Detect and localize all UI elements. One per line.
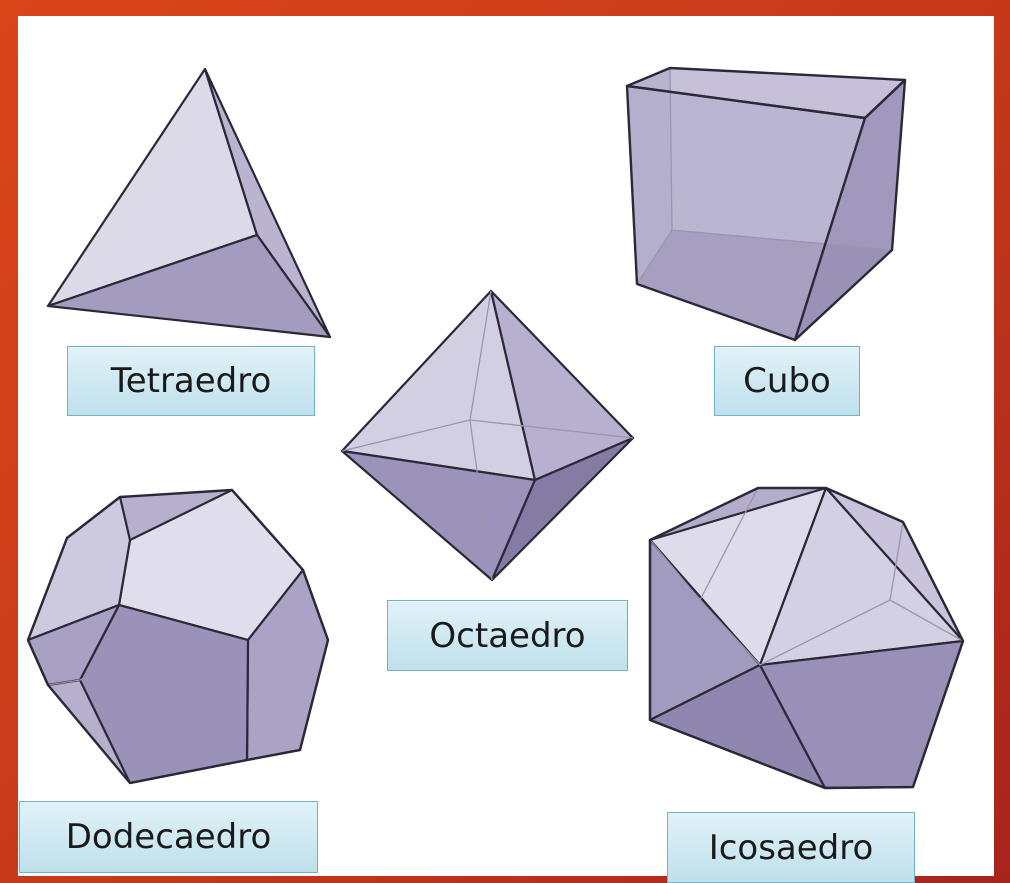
- icosaedro-label: Icosaedro: [667, 812, 915, 883]
- tetraedro-label: Tetraedro: [67, 346, 315, 416]
- octahedron-bottom-right-face: [490, 436, 635, 582]
- dodecahedron-figure: [26, 488, 330, 785]
- dodecaedro-label: Dodecaedro: [19, 801, 318, 873]
- tetrahedron-bottom-face: [46, 233, 332, 339]
- cube-front-face: [627, 86, 865, 340]
- cube-figure: [625, 66, 907, 342]
- tetrahedron-figure: [46, 67, 332, 339]
- octahedron-figure: [340, 289, 635, 582]
- octaedro-label: Octaedro: [387, 600, 628, 671]
- cubo-label: Cubo: [714, 346, 860, 416]
- icosahedron-figure: [648, 486, 965, 790]
